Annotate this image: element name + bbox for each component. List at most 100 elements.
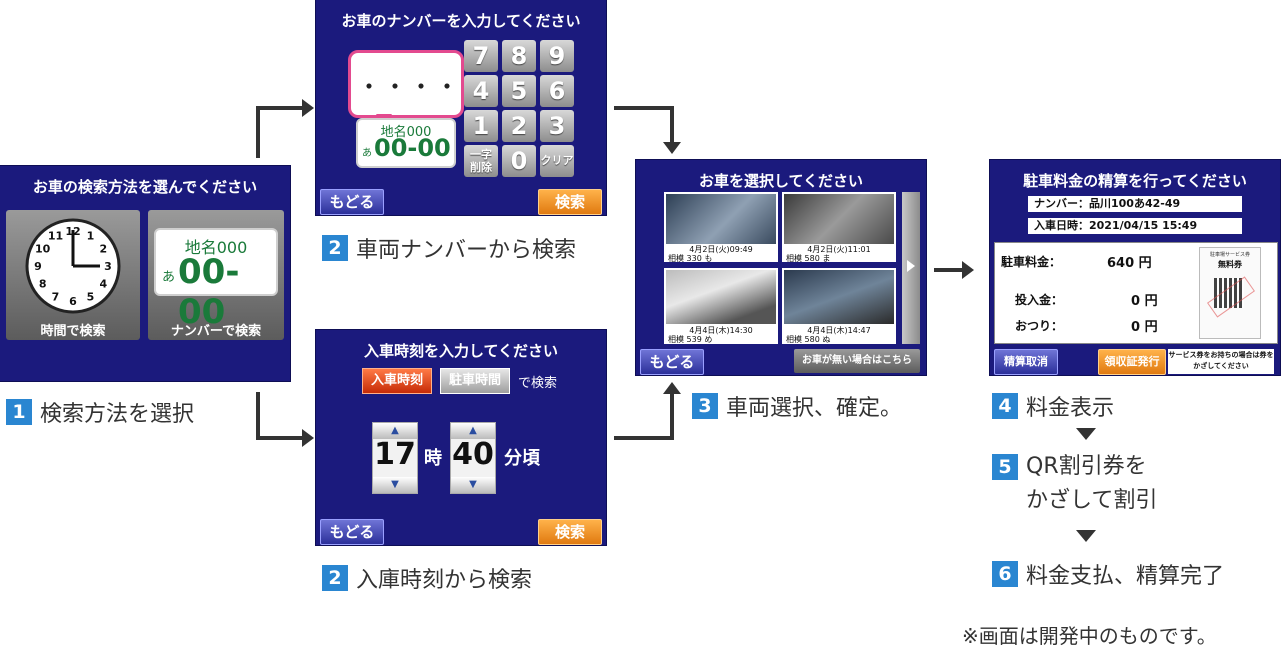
screen-car-select: お車を選択してください 4月2日(火)09:49 相模 330 も 4月2日(火… (636, 160, 926, 375)
plate-top-text: 地名000 (380, 125, 432, 140)
clock-numeral: 9 (34, 260, 42, 273)
license-plate: 地名000 あ 00-00 (356, 118, 456, 168)
number-info: ナンバー：品川100あ42-49 (1028, 196, 1242, 212)
key-delete[interactable]: 一字 削除 (464, 145, 498, 177)
step-badge: 6 (992, 561, 1018, 587)
step-5: 5 QR割引券を かざして割引 (992, 454, 1157, 518)
car-time: 4月4日(木)14:30 (689, 326, 753, 335)
clock-icon: 121234567891011 (25, 218, 121, 314)
plate-number: 00-00 (178, 252, 240, 332)
next-page-scrollbar[interactable] (902, 192, 920, 344)
clock-numeral: 7 (52, 290, 60, 303)
key-delete-line1: 一字 (470, 148, 492, 161)
car-plate: 相模 580 ま (786, 254, 831, 263)
number-dots: ・・・・ (357, 73, 461, 101)
screen-title: お車のナンバーを入力してください (341, 12, 581, 30)
step-text-line2: かざして割引 (1026, 488, 1158, 513)
key-8[interactable]: 8 (502, 40, 536, 72)
ticket-small: 駐車場サービス券 (1209, 252, 1250, 258)
step-2-number: 2 車両ナンバーから検索 (322, 232, 576, 264)
screen-title: 駐車料金の精算を行ってください (1023, 172, 1247, 190)
car-tile-4[interactable]: 4月4日(木)14:47 相模 580 ぬ (782, 268, 896, 344)
key-3[interactable]: 3 (540, 110, 574, 142)
key-9[interactable]: 9 (540, 40, 574, 72)
cancel-payment-button[interactable]: 精算取消 (994, 349, 1058, 375)
car-plate: 相模 330 も (668, 254, 713, 263)
plate-number: 00-00 (374, 134, 451, 162)
connector-down (256, 392, 260, 440)
step-3: 3 車両選択、確定。 (692, 390, 902, 422)
car-tile-1[interactable]: 4月2日(火)09:49 相模 330 も (664, 192, 778, 263)
key-delete-line2: 削除 (470, 161, 492, 174)
no-car-button[interactable]: お車が無い場合はこちら (794, 349, 920, 373)
change-value: 0 円 (1131, 320, 1158, 335)
car-photo (784, 270, 894, 324)
key-2[interactable]: 2 (502, 110, 536, 142)
key-clear[interactable]: クリア (540, 145, 574, 177)
time-search-button[interactable]: 121234567891011 時間で検索 (6, 210, 140, 340)
spinner-down-icon[interactable]: ▼ (451, 477, 495, 493)
clock-numeral: 8 (39, 278, 47, 291)
clock-numeral: 11 (48, 230, 63, 243)
arrow-head-right (302, 99, 314, 117)
screen-time-input: 入車時刻を入力してください 入車時刻 駐車時間 で検索 ▲ 17 ▼ 時 ▲ 4… (316, 330, 606, 545)
back-button[interactable]: もどる (640, 349, 704, 375)
key-7[interactable]: 7 (464, 40, 498, 72)
key-4[interactable]: 4 (464, 75, 498, 107)
triangle-down-icon (1076, 530, 1096, 542)
search-button[interactable]: 検索 (538, 519, 602, 545)
key-5[interactable]: 5 (502, 75, 536, 107)
step-4: 4 料金表示 (992, 390, 1114, 422)
key-6[interactable]: 6 (540, 75, 574, 107)
speech-bubble: ・・・・ (348, 50, 464, 118)
clock-numeral: 4 (99, 278, 107, 291)
hour-spinner[interactable]: ▲ 17 ▼ (372, 422, 418, 494)
back-button[interactable]: もどる (320, 519, 384, 545)
spinner-up-icon[interactable]: ▲ (451, 423, 495, 439)
spinner-up-icon[interactable]: ▲ (373, 423, 417, 439)
car-tile-3[interactable]: 4月4日(木)14:30 相模 539 め (664, 268, 778, 344)
arrow-head-right (302, 429, 314, 447)
step-text-line1: QR割引券を (1026, 454, 1147, 479)
spinner-down-icon[interactable]: ▼ (373, 477, 417, 493)
plate-top-text: 地名000 (184, 238, 248, 257)
arrow-head-up (663, 382, 681, 394)
step-text: 料金支払、精算完了 (1026, 564, 1225, 589)
mode-entry-time-button[interactable]: 入車時刻 (362, 368, 432, 394)
car-photo (784, 194, 894, 244)
change-label: おつり： (1015, 319, 1064, 333)
triangle-down-icon (1076, 428, 1096, 440)
back-button[interactable]: もどる (320, 189, 384, 215)
car-plate: 相模 539 め (668, 335, 713, 344)
car-photo (666, 194, 776, 244)
car-time: 4月4日(木)14:47 (807, 326, 871, 335)
connector-bottom (614, 436, 674, 440)
minute-unit: 分頃 (504, 448, 540, 469)
step-text: 検索方法を選択 (40, 402, 195, 427)
receipt-button[interactable]: 領収証発行 (1098, 349, 1166, 375)
screen-number-input: お車のナンバーを入力してください ・・・・ 地名000 あ 00-00 7 8 … (316, 0, 606, 215)
step-2-time: 2 入庫時刻から検索 (322, 562, 532, 594)
hour-value: 17 (374, 437, 416, 472)
connector-top (614, 106, 674, 110)
car-tile-2[interactable]: 4月2日(火)11:01 相模 580 ま (782, 192, 896, 263)
car-time: 4月2日(火)11:01 (807, 245, 871, 254)
clock-numeral: 5 (87, 290, 95, 303)
key-0[interactable]: 0 (502, 145, 536, 177)
paid-label: 投入金： (1015, 293, 1064, 307)
key-1[interactable]: 1 (464, 110, 498, 142)
step-6: 6 料金支払、精算完了 (992, 558, 1224, 590)
search-button[interactable]: 検索 (538, 189, 602, 215)
fee-value: 640 円 (1107, 256, 1152, 271)
screen-title: お車を選択してください (698, 172, 864, 190)
number-search-button[interactable]: 地名000 あ 00-00 ナンバーで検索 (148, 210, 284, 340)
fee-label: 駐車料金： (1001, 255, 1062, 269)
step-text: 料金表示 (1026, 396, 1115, 421)
mode-duration-button[interactable]: 駐車時間 (440, 368, 510, 394)
entry-time-info: 入車日時：2021/04/15 15:49 (1028, 218, 1242, 234)
minute-spinner[interactable]: ▲ 40 ▼ (450, 422, 496, 494)
connector-down-h (256, 436, 304, 440)
chevron-right-icon (907, 260, 915, 272)
clock-numeral: 1 (87, 230, 95, 243)
paid-value: 0 円 (1131, 294, 1158, 309)
